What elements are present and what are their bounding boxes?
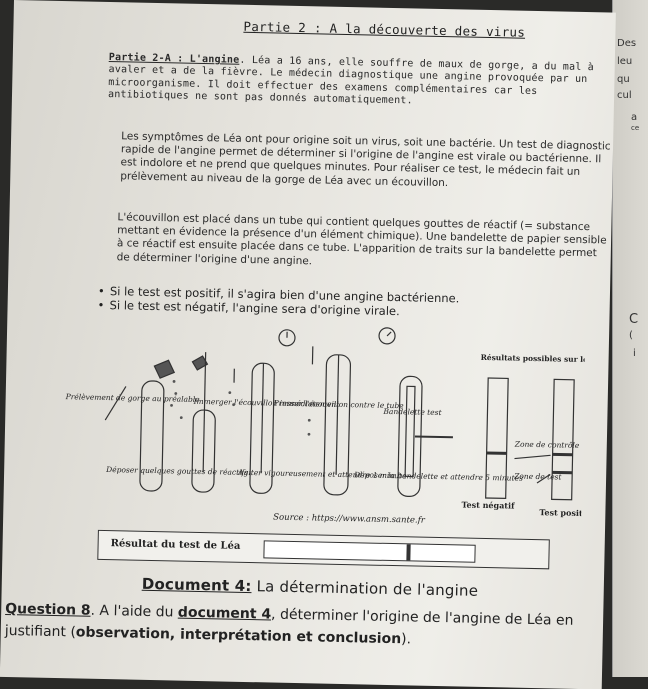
document-title: Document 4: La détermination de l'angine xyxy=(142,575,479,600)
swab-1 xyxy=(105,386,126,420)
swab-2 xyxy=(203,352,206,472)
side-text-3: qu xyxy=(617,74,630,85)
lea-result-strip xyxy=(263,540,475,562)
swab-paragraph: L'écouvillon est placé dans un tube qui … xyxy=(116,211,609,274)
side-text-1: Des xyxy=(617,38,636,49)
side-text-7: C xyxy=(629,312,638,327)
pointer-controle xyxy=(515,455,551,460)
question-doc-ref: document 4 xyxy=(178,605,272,623)
label-resultats: Résultats possibles sur les bandelettes xyxy=(481,353,586,365)
question-text-3: ). xyxy=(401,631,411,647)
worksheet-page: Partie 2 : A la découverte des virus Par… xyxy=(0,0,616,689)
adjacent-page: Des leu qu cul a ce C ( i xyxy=(612,0,648,677)
side-text-6: ce xyxy=(631,124,639,132)
document-number: Document 4: xyxy=(142,575,252,595)
side-text-5: a xyxy=(631,112,637,123)
question-text-1: . A l'aide du xyxy=(90,603,178,621)
test-procedure-figure: Prélèvement de gorge au préalable Dépose… xyxy=(61,319,585,540)
swab-3 xyxy=(261,363,263,473)
question-emphasis: observation, interprétation et conclusio… xyxy=(76,624,402,647)
control-line xyxy=(406,544,410,560)
result-label: Résultat du test de Léa xyxy=(111,538,241,552)
intro-paragraph: Partie 2-A : L'angine. Léa a 16 ans, ell… xyxy=(108,52,609,112)
strip-in-tube xyxy=(405,386,415,476)
document-name: La détermination de l'angine xyxy=(251,577,478,600)
question-8: Question 8. A l'aide du document 4, déte… xyxy=(5,598,606,655)
label-prelevement: Prélèvement de gorge au préalable xyxy=(65,392,201,404)
label-bandelette: Bandelette test xyxy=(382,407,442,417)
label-test-negatif: Test négatif xyxy=(461,499,515,510)
reagent-bottle xyxy=(154,360,174,378)
side-text-4: cul xyxy=(617,90,632,101)
label-test-positif: Test positif xyxy=(539,507,585,518)
side-text-8: ( xyxy=(629,330,633,341)
swab-4 xyxy=(336,355,339,475)
label-deposer: Déposer quelques gouttes de réactifs xyxy=(105,465,248,477)
symptoms-paragraph: Les symptômes de Léa ont pour origine so… xyxy=(120,130,611,193)
side-text-2: leu xyxy=(617,56,632,67)
question-number: Question 8 xyxy=(5,601,91,619)
label-zone-controle: Zone de contrôle xyxy=(514,440,580,450)
label-deposer-bandelette: Déposer la bandelette et attendre 5 minu… xyxy=(353,470,523,483)
part-title: Partie 2 : A la découverte des virus xyxy=(243,19,525,40)
result-bullets: Si le test est positif, il s'agira bien … xyxy=(97,284,597,322)
arrow-right xyxy=(415,436,453,437)
side-text-9: i xyxy=(633,348,636,359)
